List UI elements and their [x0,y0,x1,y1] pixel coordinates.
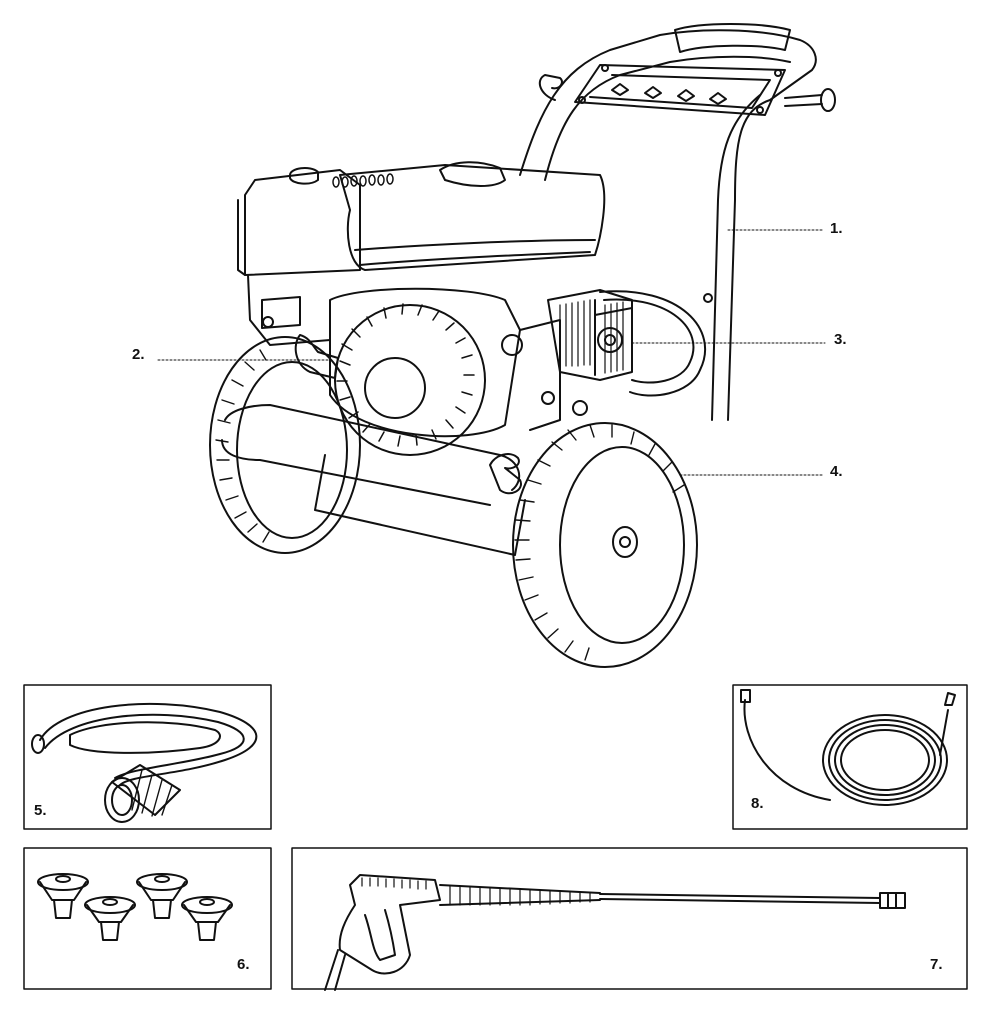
nozzle-1 [37,873,89,919]
callout-4: 4. [830,463,843,480]
panel-knobs [611,83,727,105]
callout-6: 6. [237,956,250,973]
nozzle-4 [181,896,233,941]
pump [547,289,706,397]
garden-hose [31,702,258,823]
nozzle-2 [84,896,136,941]
callout-1: 1. [830,220,843,237]
callout-5: 5. [34,802,47,819]
panel-nozzles [23,847,272,990]
nozzle-3 [136,873,188,919]
wheels [209,336,698,668]
base-frame [221,404,526,556]
callout-2: 2. [132,346,145,363]
callout-3: 3. [834,331,847,348]
handle-frame [519,23,836,421]
pressure-hose [740,689,956,806]
callout-8: 8. [751,795,764,812]
panel-hose [23,684,272,830]
panel-spray-gun [291,847,968,990]
callout-7: 7. [930,956,943,973]
panel-pressure-hose [732,684,968,830]
nozzle-tips [37,873,233,941]
leader-lines [157,229,826,476]
spray-gun [324,874,906,991]
